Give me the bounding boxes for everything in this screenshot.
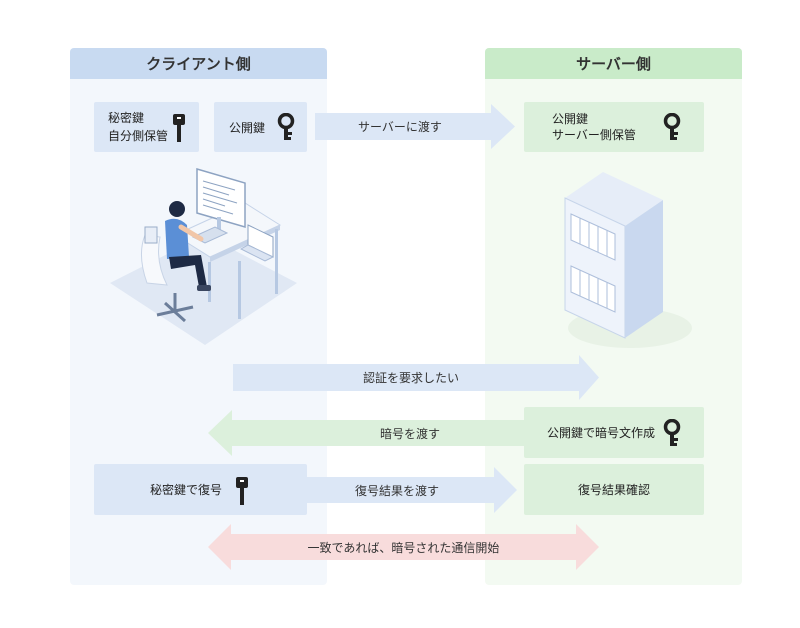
- start-communication-arrow: 一致であれば、暗号された通信開始: [208, 524, 599, 570]
- start-communication-label: 一致であれば、暗号された通信開始: [307, 540, 500, 555]
- send-cipher-label: 暗号を渡す: [380, 426, 441, 441]
- confirm-box: 復号結果確認: [524, 464, 704, 515]
- private-key-box: 秘密鍵 自分側保管: [94, 102, 199, 152]
- request-auth-arrow: 認証を要求したい: [233, 355, 599, 400]
- public-key-box: 公開鍵: [214, 102, 307, 152]
- client-header: クライアント側: [70, 48, 327, 79]
- server-public-key-icon: [663, 113, 681, 140]
- server-rack-illustration: [564, 172, 692, 348]
- private-key-icon: [173, 114, 185, 142]
- confirm-label: 復号結果確認: [577, 483, 650, 497]
- decrypt-label: 秘密鍵で復号: [150, 483, 223, 497]
- server-title: サーバー側: [576, 55, 651, 73]
- encrypt-box: 公開鍵で暗号文作成: [524, 407, 704, 458]
- server-public-key-box: 公開鍵 サーバー側保管: [524, 102, 704, 152]
- send-result-label: 復号結果を渡す: [354, 483, 439, 498]
- encrypt-key-icon: [663, 419, 681, 446]
- client-workstation-illustration: [110, 168, 297, 345]
- private-key-label: 秘密鍵: [108, 111, 145, 125]
- decrypt-box: 秘密鍵で復号: [94, 464, 307, 515]
- send-result-arrow: 復号結果を渡す: [307, 467, 517, 513]
- encrypt-label: 公開鍵で暗号文作成: [547, 426, 656, 440]
- private-key-storage-label: 自分側保管: [108, 129, 169, 143]
- send-to-server-arrow: サーバーに渡す: [315, 104, 515, 149]
- send-cipher-arrow: 暗号を渡す: [208, 410, 538, 456]
- request-auth-label: 認証を要求したい: [362, 371, 459, 385]
- client-title: クライアント側: [146, 55, 251, 73]
- server-key-storage-label: サーバー側保管: [552, 128, 636, 142]
- server-key-label: 公開鍵: [552, 112, 589, 126]
- public-key-icon: [277, 113, 295, 140]
- server-header: サーバー側: [485, 48, 742, 79]
- send-to-server-label: サーバーに渡す: [358, 120, 442, 134]
- public-key-label: 公開鍵: [229, 120, 266, 135]
- decrypt-key-icon: [236, 477, 248, 505]
